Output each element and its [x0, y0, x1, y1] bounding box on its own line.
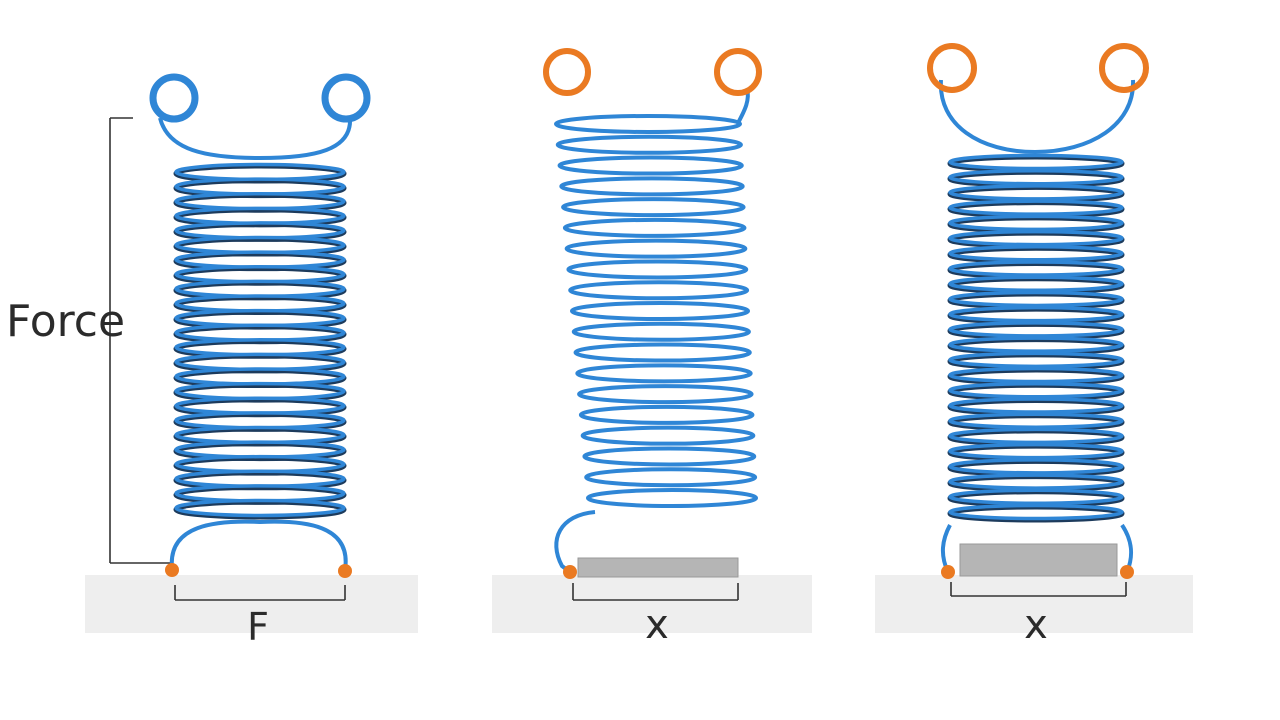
- coil-turn: [948, 275, 1124, 292]
- coil-turn: [564, 238, 748, 259]
- coil-turn: [948, 427, 1124, 445]
- coil-turn: [554, 114, 742, 134]
- coil-turn: [948, 290, 1124, 308]
- coil-turn: [948, 458, 1124, 475]
- coil-turn: [948, 412, 1124, 429]
- spring-2: [543, 48, 762, 579]
- panel-3-label: x: [1024, 602, 1048, 648]
- anchor-dot: [941, 565, 955, 579]
- coil-turn: [562, 217, 747, 238]
- spring-2-bottom-wire: [554, 510, 596, 574]
- coil-turn: [948, 245, 1124, 262]
- anchor-dot: [338, 564, 352, 578]
- spring-2-coils: [554, 114, 758, 508]
- coil-turn: [948, 168, 1124, 186]
- coil-turn: [948, 199, 1124, 216]
- base-platform-3: [875, 575, 1193, 633]
- coil-turn: [948, 153, 1124, 171]
- anchor-dot: [1120, 565, 1134, 579]
- coil-turn: [577, 384, 754, 405]
- coil-turn: [570, 301, 750, 321]
- base-platform-2: [492, 575, 812, 633]
- panel-2-measure-bracket: [572, 583, 739, 601]
- coil-turn: [578, 404, 755, 425]
- coil-turn: [948, 321, 1124, 338]
- coil-turn: [948, 351, 1124, 369]
- coil-turn: [568, 280, 750, 301]
- coil-turn: [948, 305, 1124, 323]
- panel-1-measure-bracket: [174, 585, 346, 601]
- spring-1-top-wire: [158, 117, 353, 161]
- ring-icon: [321, 73, 371, 123]
- coil-turn: [557, 155, 744, 176]
- coil-turn: [575, 363, 753, 384]
- panel-1-label: F: [247, 605, 269, 649]
- anchor-dot: [165, 563, 179, 577]
- coil-turn: [573, 342, 752, 363]
- weight-block: [577, 557, 739, 578]
- coil-turn: [582, 446, 757, 467]
- ring-icon: [927, 43, 977, 93]
- force-label: Force: [6, 296, 125, 347]
- ring-icon: [149, 73, 199, 123]
- ring-icon: [543, 48, 591, 96]
- coil-turn: [566, 259, 749, 280]
- coil-turn: [948, 260, 1124, 277]
- coil-turn: [580, 425, 756, 446]
- base-platform-1: [85, 575, 418, 633]
- coil-turn: [584, 467, 758, 488]
- coil-turn: [948, 397, 1124, 414]
- weight-block: [959, 543, 1118, 577]
- force-bracket: [109, 117, 170, 564]
- coil-turn: [948, 442, 1124, 460]
- coil-turn: [948, 473, 1124, 490]
- coil-turn: [555, 134, 743, 155]
- spring-3: [927, 43, 1149, 579]
- coil-turn: [174, 498, 346, 518]
- coil-turn: [948, 184, 1124, 201]
- coil-turn: [948, 488, 1124, 506]
- spring-1: [149, 73, 371, 578]
- coil-turn: [561, 197, 746, 218]
- coil-turn: [586, 488, 758, 508]
- coil-turn: [571, 321, 751, 342]
- spring-3-top-wire: [938, 79, 1136, 155]
- coil-turn: [559, 176, 745, 197]
- panel-2-label: x: [645, 602, 669, 648]
- ring-icon: [714, 48, 762, 96]
- coil-turn: [948, 382, 1124, 399]
- anchor-dot: [563, 565, 577, 579]
- spring-1-bottom-wire: [169, 519, 348, 571]
- panel-3-measure-bracket: [950, 582, 1127, 597]
- ring-icon: [1099, 43, 1149, 93]
- spring-1-coils: [173, 162, 347, 520]
- coil-turn: [948, 336, 1124, 353]
- coil-turn: [948, 503, 1124, 521]
- coil-turn: [948, 229, 1124, 247]
- spring-3-coils: [947, 153, 1125, 523]
- coil-turn: [948, 366, 1124, 384]
- coil-turn: [948, 214, 1124, 232]
